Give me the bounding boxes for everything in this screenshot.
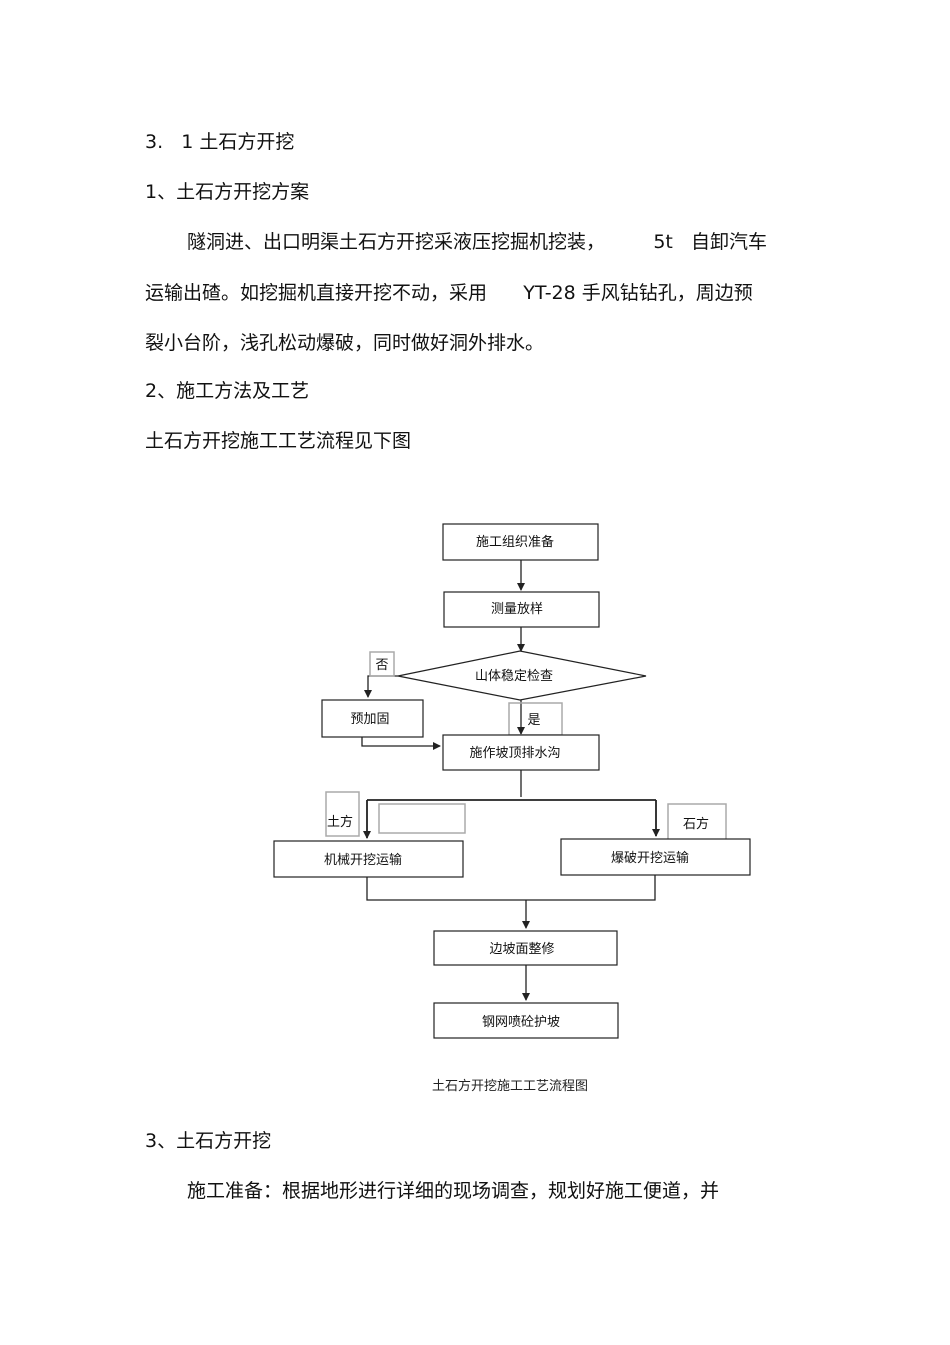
no-label-box <box>369 651 395 677</box>
node-earth-transport-box <box>273 840 464 878</box>
paragraph-1-line-3: 裂小台阶，浅孔松动爆破，同时做好洞外排水。 <box>145 332 545 354</box>
empty-label-box <box>378 803 466 834</box>
paragraph-2-line-1: 施工准备：根据地形进行详细的现场调查，规划好施工便道，并 <box>187 1180 720 1202</box>
rock-label: 石方 <box>683 816 709 832</box>
yes-label: 是 <box>527 713 540 728</box>
node-survey: 测量放样 <box>491 602 543 617</box>
no-label: 否 <box>375 658 388 673</box>
node-drain: 施作坡顶排水沟 <box>469 746 560 761</box>
node-prep-box <box>442 523 599 561</box>
earth-label: 土方 <box>327 814 353 830</box>
arrow-reinforce-to-drain <box>361 737 441 750</box>
node-trim-box <box>433 930 618 966</box>
node-check-diamond <box>397 650 647 701</box>
node-blast-transport: 爆破开挖运输 <box>611 850 689 866</box>
section-heading-3: 3、土石方开挖 <box>145 1130 272 1152</box>
node-reinforce-box <box>321 699 424 738</box>
paragraph-1-line-2: 运输出碴。如挖掘机直接开挖不动，采用 YT-28 手风钻钻孔，周边预 <box>145 282 753 304</box>
arrow-check-no-to-reinforce <box>364 675 398 698</box>
flowchart-caption: 土石方开挖施工工艺流程图 <box>431 1079 588 1094</box>
line-branch-merge <box>366 875 656 901</box>
paragraph-1-line-1: 隧洞进、出口明渠土石方开挖采液压挖掘机挖装， 5t 自卸汽车 <box>187 231 767 253</box>
section-heading-2: 2、施工方法及工艺 <box>145 380 310 402</box>
node-check: 山体稳定检查 <box>475 668 553 684</box>
node-shotcrete-box <box>433 1002 619 1039</box>
node-earth-transport: 机械开挖运输 <box>324 852 402 868</box>
node-blast-transport-box <box>560 838 751 876</box>
node-drain-box <box>442 734 600 771</box>
section-heading-3-1: 3. 1 土石方开挖 <box>145 131 295 153</box>
node-prep: 施工组织准备 <box>476 534 554 550</box>
node-reinforce: 预加固 <box>350 712 389 727</box>
section-heading-1: 1、土石方开挖方案 <box>145 181 310 203</box>
flowchart-intro: 土石方开挖施工工艺流程见下图 <box>145 430 412 452</box>
earth-label-box <box>325 791 360 837</box>
node-trim: 边坡面整修 <box>489 942 554 957</box>
node-survey-box <box>443 591 600 628</box>
node-shotcrete: 钢网喷砼护坡 <box>482 1015 560 1030</box>
